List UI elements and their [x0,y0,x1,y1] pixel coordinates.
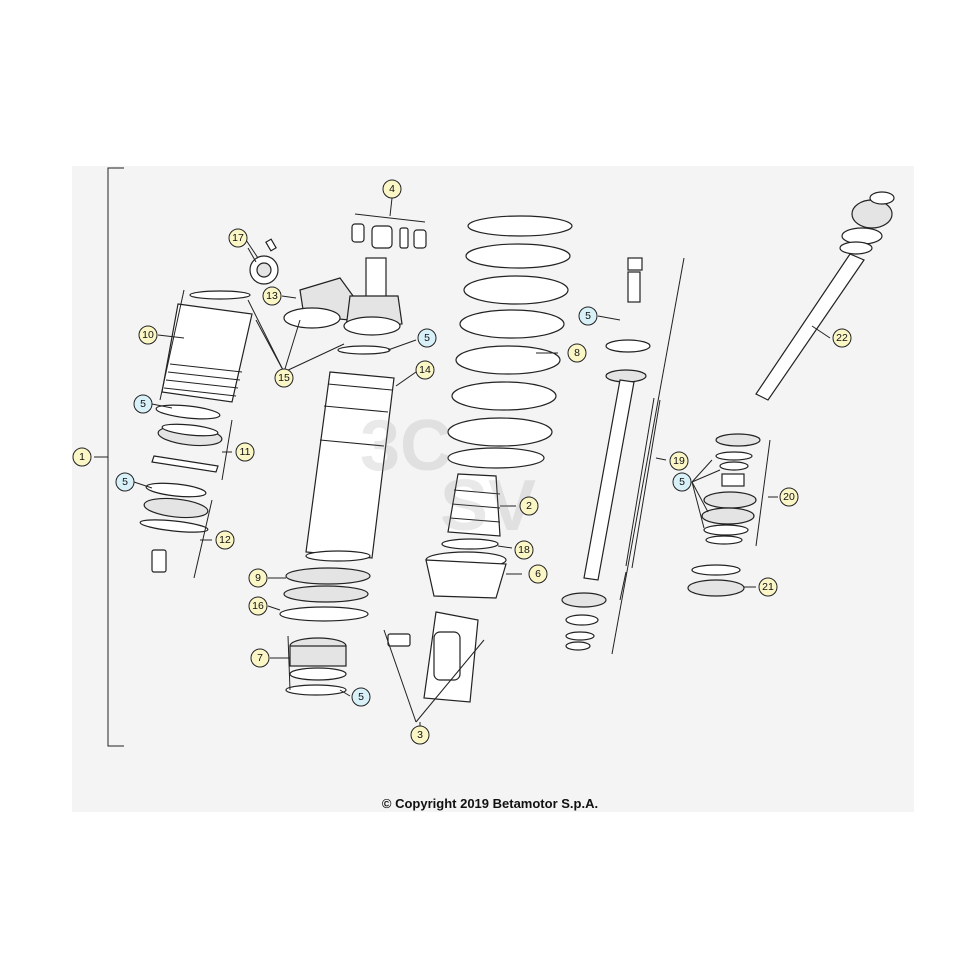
part-16-o-ring [279,606,369,622]
callout-5-piston: 5 [115,472,135,492]
svg-text:18: 18 [518,544,530,556]
part-2-bump-stop [447,473,501,537]
svg-text:22: 22 [836,332,848,344]
part-21-seal-head [687,564,745,597]
svg-text:9: 9 [255,572,261,584]
part-19-shaft-assembly [561,257,685,655]
svg-text:5: 5 [585,310,591,322]
callout-4: 4 [382,179,402,199]
svg-text:12: 12 [219,534,231,546]
callout-11: 11 [235,442,255,462]
assembly-bracket [94,167,124,747]
callout-20: 20 [779,487,799,507]
callout-5-shaft: 5 [578,306,598,326]
callout-5-bearing: 5 [351,687,371,707]
callout-22: 22 [832,328,852,348]
callout-9: 9 [248,568,268,588]
callout-6: 6 [528,564,548,584]
part-12-piston-set [139,482,213,579]
svg-text:3: 3 [417,729,423,741]
part-3-lower-clevis [383,611,485,734]
part-9-preload-nut [283,567,371,603]
callout-13: 13 [262,286,282,306]
svg-text:16: 16 [252,600,264,612]
svg-text:2: 2 [526,500,532,512]
callout-16: 16 [248,596,268,616]
svg-text:20: 20 [783,491,795,503]
part-17-adjuster-knob [245,238,279,285]
callout-15: 15 [274,368,294,388]
svg-text:1: 1 [79,451,85,463]
svg-text:10: 10 [142,329,154,341]
callout-3: 3 [410,725,430,745]
copyright-notice: © Copyright 2019 Betamotor S.p.A. [381,796,599,811]
part-10-reservoir-cylinder [159,289,253,403]
part-18-washer [441,538,499,550]
part-7-bearing-assembly [285,635,347,696]
svg-text:21: 21 [762,581,774,593]
svg-text:5: 5 [424,332,430,344]
svg-text:17: 17 [232,232,244,244]
leader-lines [133,247,831,697]
callout-17: 17 [228,228,248,248]
svg-text:5: 5 [358,691,364,703]
svg-text:13: 13 [266,290,278,302]
callout-2: 2 [519,496,539,516]
svg-text:5: 5 [122,476,128,488]
svg-text:6: 6 [535,568,541,580]
part-22-shaft-with-valving [755,191,895,401]
callout-21: 21 [758,577,778,597]
callout-12: 12 [215,530,235,550]
svg-text:19: 19 [673,455,685,467]
callout-5-reservoir: 5 [417,328,437,348]
callout-19: 19 [669,451,689,471]
part-6-spring-cup [425,551,507,599]
svg-text:11: 11 [240,446,251,458]
callout-7: 7 [250,648,270,668]
callout-8: 8 [567,343,587,363]
part-11-seal-ring-set [151,404,233,481]
svg-text:5: 5 [140,398,146,410]
callout-1: 1 [72,447,92,467]
callout-10: 10 [138,325,158,345]
svg-text:14: 14 [419,364,431,376]
part-20-valve-stack [701,433,771,547]
callout-14: 14 [415,360,435,380]
part-14-shock-body [305,345,395,562]
svg-text:5: 5 [679,476,685,488]
svg-text:4: 4 [389,183,395,195]
svg-text:15: 15 [278,372,290,384]
svg-text:8: 8 [574,347,580,359]
part-13-head-body [283,257,403,336]
part-8-coil-spring [447,215,573,469]
svg-text:7: 7 [257,652,263,664]
part-4-clip-set [351,197,427,249]
callout-18: 18 [514,540,534,560]
svg-text:3C: 3C [360,406,452,486]
callout-5-cylinder: 5 [133,394,153,414]
callout-5-valve-stack: 5 [672,472,692,492]
